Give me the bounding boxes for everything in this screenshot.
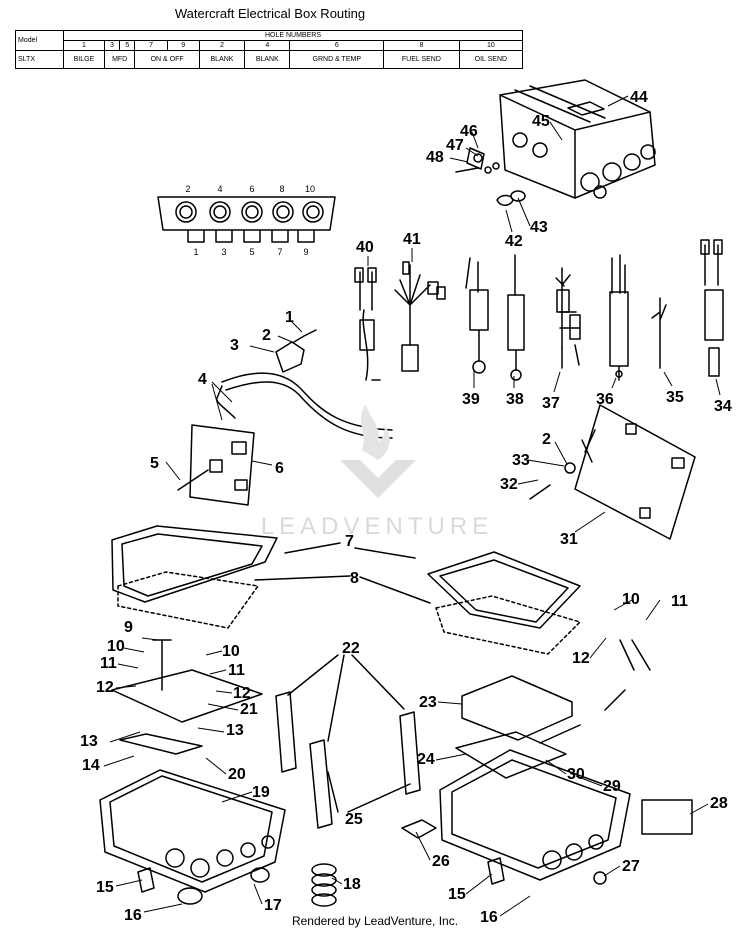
- part-label-36: 36: [596, 391, 614, 408]
- connector-plate: [157, 196, 336, 243]
- grommet-stack: [311, 863, 337, 907]
- switch-bracket-assembly: [177, 329, 393, 506]
- diagram-title: Watercraft Electrical Box Routing: [174, 6, 366, 21]
- plate-hole-number: 9: [303, 247, 308, 257]
- plate-hole-number: 4: [217, 184, 222, 194]
- plate-hole-number: 6: [249, 184, 254, 194]
- part-label-7: 7: [345, 533, 354, 550]
- leadventure-watermark: LEADVENTURE: [261, 404, 493, 540]
- part-label-11b: 11: [228, 662, 245, 679]
- part-label-30: 30: [567, 766, 585, 783]
- part-label-12b: 12: [233, 685, 251, 702]
- part-label-19: 19: [252, 784, 270, 801]
- part-label-15b: 15: [448, 886, 466, 903]
- part-label-17: 17: [264, 897, 282, 914]
- part-label-31: 31: [560, 531, 578, 548]
- plate-hole-number: 1: [193, 247, 198, 257]
- plate-hole-number: 2: [185, 184, 190, 194]
- part-label-40: 40: [356, 239, 374, 256]
- part-label-27: 27: [622, 858, 640, 875]
- lower-right-electrical-box: [401, 639, 693, 885]
- part-label-24: 24: [417, 751, 435, 768]
- part-label-25: 25: [345, 811, 363, 828]
- part-label-16b: 16: [480, 909, 498, 926]
- box-gaskets: [111, 525, 581, 655]
- mounting-plate: [529, 404, 696, 540]
- part-label-43: 43: [530, 219, 548, 236]
- part-label-38: 38: [506, 391, 524, 408]
- lower-left-electrical-box: [99, 639, 286, 905]
- part-label-13a: 13: [80, 733, 98, 750]
- part-label-41: 41: [403, 231, 421, 248]
- part-label-39: 39: [462, 391, 480, 408]
- part-label-45: 45: [532, 113, 550, 130]
- part-label-35: 35: [666, 389, 684, 406]
- electrical-box-assembly: [455, 79, 656, 206]
- part-label-34: 34: [714, 398, 732, 415]
- plate-hole-number: 10: [305, 184, 315, 194]
- wiring-harnesses: [354, 239, 724, 381]
- plate-hole-number: 7: [277, 247, 282, 257]
- watermark-text: LEADVENTURE: [261, 513, 493, 540]
- plate-hole-number: 5: [249, 247, 254, 257]
- footer-credit: Rendered by LeadVenture, Inc.: [291, 914, 459, 928]
- routing-cell: OIL SEND: [458, 50, 524, 69]
- part-label-37: 37: [542, 395, 560, 412]
- part-label-6: 6: [275, 460, 284, 477]
- plate-hole-number: 8: [279, 184, 284, 194]
- part-label-12a: 12: [96, 679, 114, 696]
- plate-hole-number: 3: [221, 247, 226, 257]
- part-label-47: 47: [446, 137, 464, 154]
- routing-cell: BILGE: [63, 50, 105, 69]
- part-label-44: 44: [630, 89, 648, 106]
- part-label-42: 42: [505, 233, 523, 250]
- part-label-20: 20: [228, 766, 246, 783]
- harness-straps: [275, 654, 421, 829]
- hole-routing-table: Model HOLE NUMBERS 1 3 5 7 9 2 4 6 8 10 …: [15, 30, 524, 69]
- part-label-13b: 13: [226, 722, 244, 739]
- part-label-14: 14: [82, 757, 100, 774]
- part-label-22: 22: [342, 640, 360, 657]
- model-cell: SLTX: [15, 50, 64, 69]
- part-label-8: 8: [350, 570, 359, 587]
- part-label-11a: 11: [100, 655, 117, 672]
- part-label-9: 9: [124, 619, 133, 636]
- part-label-18: 18: [343, 876, 361, 893]
- part-label-4: 4: [198, 371, 207, 388]
- part-label-10c: 10: [622, 591, 640, 608]
- part-label-32: 32: [500, 476, 518, 493]
- part-label-15a: 15: [96, 879, 114, 896]
- part-label-10b: 10: [222, 643, 240, 660]
- part-label-12c: 12: [572, 650, 590, 667]
- part-label-48: 48: [426, 149, 444, 166]
- part-label-29: 29: [603, 778, 621, 795]
- part-label-23: 23: [419, 694, 437, 711]
- part-label-1: 1: [285, 309, 294, 326]
- part-label-3: 3: [230, 337, 239, 354]
- routing-cell: FUEL SEND: [383, 50, 460, 69]
- part-label-26: 26: [432, 853, 450, 870]
- routing-cell: BLANK: [244, 50, 291, 69]
- part-label-33: 33: [512, 452, 530, 469]
- part-label-11c: 11: [671, 593, 688, 610]
- part-label-28: 28: [710, 795, 728, 812]
- part-label-21: 21: [240, 701, 258, 718]
- routing-cell: MFD: [103, 50, 136, 69]
- part-label-2: 2: [262, 327, 271, 344]
- part-label-5: 5: [150, 455, 159, 472]
- part-label-16a: 16: [124, 907, 142, 924]
- part-label-10a: 10: [107, 638, 125, 655]
- part-label-2b: 2: [542, 431, 551, 448]
